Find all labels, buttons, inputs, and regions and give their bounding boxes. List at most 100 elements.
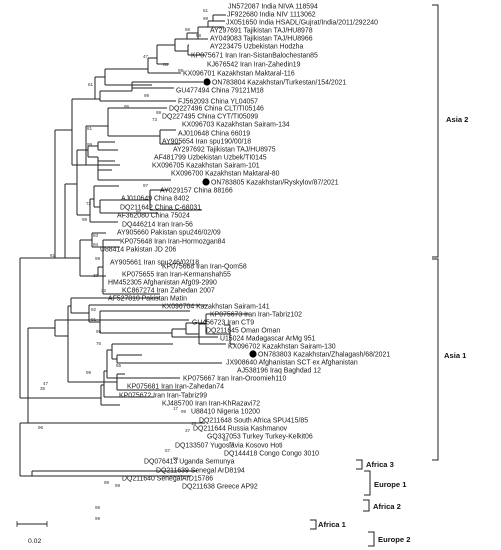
leaf-label: ON783803 Kazakhstan/Zhalagash/68/2021 [258, 352, 390, 359]
bootstrap-value: 86 [185, 27, 191, 32]
leaf-label: KP075655 Iran Iran-Kermanshah55 [122, 272, 231, 279]
bootstrap-value: 57 [165, 448, 171, 453]
bootstrap-value: 94 [93, 242, 99, 247]
leaf-label: JF922680 India NIV 1113062 [227, 12, 316, 19]
leaf-label: GU477494 China 79121M18 [176, 88, 264, 95]
bootstrap-value: 47 [43, 381, 49, 386]
bootstrap-value: 99 [203, 16, 209, 21]
clade-label: Europe 2 [378, 535, 411, 544]
leaf-label: KP075681 Iran Iran-Zahedan74 [127, 384, 224, 391]
bootstrap-value: 99 [87, 142, 93, 147]
bootstrap-value: 96 [124, 104, 130, 109]
clade-label: Europe 1 [374, 480, 407, 489]
leaf-label: KP075648 Iran Iran-Hormozgan84 [120, 239, 226, 246]
leaf-label: KP075671 Iran Iran-SistanBalochestan85 [191, 53, 318, 60]
bracket-africa-2 [363, 499, 370, 512]
leaf-label: KX096704 Kazakhstan Sairam-141 [162, 304, 270, 311]
bootstrap-value: 32 [101, 288, 107, 293]
bracket-africa-1 [310, 519, 317, 530]
bootstrap-value: 76 [96, 341, 102, 346]
new-isolate-marker-icon [203, 78, 211, 86]
leaf-label: U88414 Pakistan JD 206 [100, 247, 176, 254]
leaf-label: AF527810 Pakistan Matin [108, 296, 187, 303]
clade-label: Asia 1 [444, 351, 467, 360]
new-isolate-marker-icon [202, 178, 210, 186]
leaf-label: DQ211648 South Africa SPU415/85 [199, 418, 308, 425]
leaf-label: DQ076413 Uganda Semunya [144, 459, 235, 466]
bootstrap-value: 99 [173, 456, 179, 461]
leaf-label: KX096701 Kazakhstan Maktaral-116 [183, 71, 295, 78]
bootstrap-value: 98 [196, 33, 202, 38]
bootstrap-value: 51 [203, 8, 209, 13]
leaf-label: AF362080 China 75024 [117, 213, 190, 220]
leaf-label: U88410 Nigeria 10200 [191, 409, 260, 416]
bootstrap-value: 99 [178, 68, 184, 73]
bootstrap-value: 96 [38, 425, 44, 430]
bootstrap-value: 73 [152, 117, 158, 122]
bracket-europe-2 [368, 531, 375, 547]
leaf-label: JN572087 India NIVA 118594 [228, 4, 318, 11]
clade-label: Africa 1 [318, 520, 347, 529]
bootstrap-value: 99 [115, 483, 121, 488]
bootstrap-value: 18 [191, 421, 197, 426]
leaf-label: DQ133507 Yugoslavia Kosovo Hoti [175, 443, 283, 450]
leaf-label: DQ211644 Russia Kashmanov [193, 426, 288, 433]
bracket-asia-1 [432, 258, 439, 461]
bootstrap-value: 55 [116, 363, 122, 368]
bootstrap-value: 93 [93, 233, 99, 238]
leaf-label: AY905661 Iran spu246/02/18 [110, 260, 199, 267]
bootstrap-value: 35 [40, 386, 46, 391]
leaf-label: AY297692 Tajikistan TAJ/HU8975 [173, 147, 276, 154]
leaf-label: DQ446214 Iran Iran-56 [122, 222, 193, 229]
bootstrap-value: 97 [136, 209, 142, 214]
leaf-label: AF481799 Uzbekistan Uzbek/TI0145 [154, 155, 267, 162]
leaf-label: JX051650 India HSADL/Gujrat/India/2011/2… [226, 20, 378, 27]
bootstrap-value: 91 [91, 317, 97, 322]
leaf-label: U15024 Madagascar ArMg 951 [220, 336, 316, 343]
bootstrap-value: 73 [229, 441, 235, 446]
bootstrap-value: 99 [82, 217, 88, 222]
leaf-label: GU456723 Iran CT9 [192, 320, 254, 327]
bootstrap-value: 99 [181, 409, 187, 414]
bootstrap-value: 97 [143, 183, 149, 188]
bootstrap-value: 92 [91, 307, 97, 312]
leaf-label: KJ676542 Iran Iran-Zahedin19 [207, 62, 301, 69]
leaf-label: KP075668 Iran Iran-Qom58 [162, 264, 247, 271]
new-isolate-marker-icon [249, 350, 257, 358]
leaf-label: KP075672 Iran Iran-Tabriz99 [119, 393, 207, 400]
leaf-label: AY223475 Uzbekistan Hodzha [210, 44, 304, 51]
leaf-label: KP075667 Iran Iran-Oroomieh110 [183, 376, 286, 383]
leaf-label: JX908640 Afghanistan SCT ex Afghanistan [226, 360, 358, 367]
leaf-label: DQ227496 China CLT/TI05146 [169, 106, 264, 113]
leaf-label: AJ010649 China 8402 [121, 196, 189, 203]
leaf-label: ON783804 Kazakhstan/Turkestan/154/2021 [212, 80, 346, 87]
leaf-label: GQ337053 Turkey Turkey-Kelkit06 [207, 434, 313, 441]
leaf-label: AY049083 Tajikistan TAJ/HU8966 [210, 36, 313, 43]
bootstrap-value: 72 [86, 201, 92, 206]
bootstrap-value: 30 [93, 273, 99, 278]
leaf-label: KX096700 Kazakhstan Maktaral-80 [171, 171, 280, 178]
leaf-label: AY297691 Tajikistan TAJ/HU8978 [210, 28, 313, 35]
leaf-label: KX096703 Kazakhstan Sairam-134 [182, 122, 290, 129]
bootstrap-value: 99 [95, 505, 101, 510]
scale-bar-label: 0.02 [28, 538, 41, 545]
clade-label: Africa 2 [373, 502, 401, 511]
bootstrap-value: 64 [223, 437, 229, 442]
leaf-label: AY905660 Pakistan spu246/02/09 [117, 230, 221, 237]
bootstrap-value: 61 [88, 82, 94, 87]
leaf-label: HM452305 Afghanistan Afg09-2990 [108, 280, 217, 287]
bootstrap-value: 99 [104, 480, 110, 485]
bracket-europe-1 [364, 470, 371, 496]
bootstrap-value: 99 [156, 110, 162, 115]
leaf-label: KJ485700 Iran Iran-KhRazavi72 [162, 401, 260, 408]
leaf-label: DQ211640 SenegalArD15786 [122, 476, 213, 483]
bootstrap-value: 37 [185, 428, 191, 433]
bootstrap-value: 17 [173, 406, 179, 411]
bootstrap-value: 81 [87, 126, 93, 131]
leaf-label: DQ211645 Oman Oman [206, 328, 280, 335]
bootstrap-value: 61 [50, 253, 56, 258]
leaf-label: DQ144418 Congo Congo 3010 [224, 451, 319, 458]
leaf-label: DQ211638 Greece AP92 [182, 484, 258, 491]
